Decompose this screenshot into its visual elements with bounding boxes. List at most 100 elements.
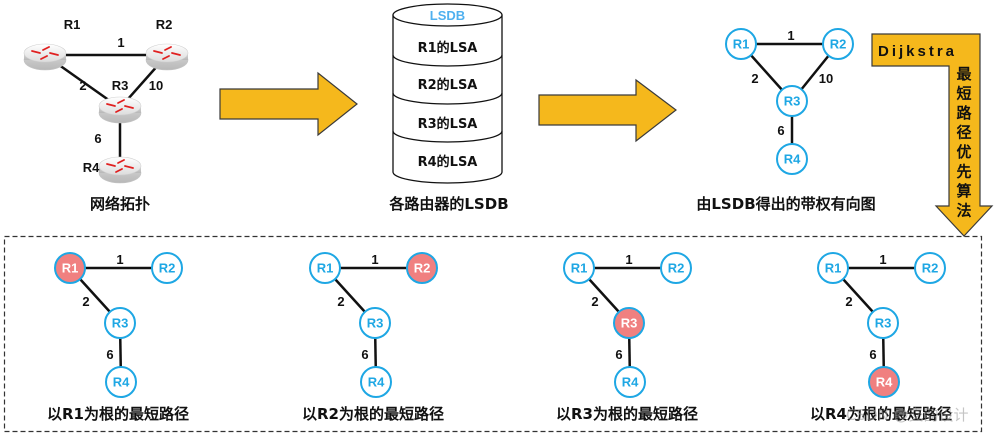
root-node — [613, 307, 645, 339]
lsa-entry: R2的LSA — [418, 77, 478, 93]
dijkstra-char: 优 — [956, 143, 971, 161]
node-label: R4 — [784, 152, 801, 167]
edge-weight: 1 — [371, 252, 378, 267]
dijkstra-char: 径 — [956, 124, 971, 142]
edge-weight: 6 — [869, 347, 876, 362]
shortest-path-trees-frame — [3, 235, 983, 433]
router-label: R1 — [64, 17, 81, 32]
lsa-entry: R3的LSA — [418, 116, 478, 132]
node-label: R4 — [368, 375, 385, 390]
dijkstra-char: 路 — [956, 104, 972, 122]
tree-caption: 以R4为根的最短路径 — [810, 405, 952, 423]
flow-arrow-1 — [219, 71, 358, 137]
node-label: R2 — [159, 261, 176, 276]
router-label: R4 — [83, 160, 100, 175]
link-cost: 10 — [149, 78, 163, 93]
node-label: R3 — [875, 316, 892, 331]
tree-node — [359, 307, 391, 339]
root-node — [406, 252, 438, 284]
dijkstra-char: 短 — [956, 85, 971, 103]
node-label: R1 — [825, 261, 842, 276]
lsdb-title: LSDB — [430, 8, 465, 23]
link-cost: 6 — [94, 131, 101, 146]
node-label: R2 — [668, 261, 685, 276]
node-label: R1 — [317, 261, 334, 276]
tree-caption: 以R2为根的最短路径 — [302, 405, 444, 423]
lsdb-caption: 各路由器的LSDB — [388, 195, 508, 213]
lsa-entry: R1的LSA — [418, 40, 478, 56]
tree-node — [914, 252, 946, 284]
edge-weight: 6 — [615, 347, 622, 362]
router-label: R2 — [156, 17, 173, 32]
tree-node — [563, 252, 595, 284]
node-label: R3 — [112, 316, 129, 331]
dijkstra-char: 先 — [956, 163, 971, 181]
tree-node — [105, 366, 137, 398]
tree-node — [151, 252, 183, 284]
flow-arrow-2 — [538, 78, 677, 143]
edge-weight: 6 — [777, 123, 784, 138]
node-label: R3 — [784, 94, 801, 109]
router-icon — [145, 43, 189, 71]
dijkstra-char: 最 — [956, 65, 972, 83]
edge-weight: 1 — [116, 252, 123, 267]
router-icon — [98, 156, 142, 184]
node-label: R4 — [622, 375, 639, 390]
tree-node — [309, 252, 341, 284]
link-cost: 2 — [79, 78, 86, 93]
edge-weight: 1 — [787, 28, 794, 43]
tree-node — [660, 252, 692, 284]
tree-caption: 以R1为根的最短路径 — [47, 405, 189, 423]
graph-node — [776, 143, 808, 175]
tree-node — [614, 366, 646, 398]
edge-weight: 2 — [751, 71, 758, 86]
edge-weight: 6 — [106, 347, 113, 362]
router-icon — [23, 43, 67, 71]
node-label: R4 — [113, 375, 130, 390]
lsdb-divider — [392, 130, 503, 143]
node-label: R1 — [733, 37, 750, 52]
edge-weight: 2 — [337, 294, 344, 309]
dijkstra-title: Dijkstra — [878, 43, 957, 60]
node-label: R1 — [571, 261, 588, 276]
dijkstra-char: 算 — [956, 182, 971, 200]
root-node — [54, 252, 86, 284]
node-label: R2 — [414, 261, 431, 276]
router-label: R3 — [112, 78, 129, 93]
watermark: CSDN @交韵设计 — [846, 406, 969, 424]
tree-node — [104, 307, 136, 339]
tree-node — [817, 252, 849, 284]
edge-weight: 2 — [591, 294, 598, 309]
graph-caption: 由LSDB得出的带权有向图 — [696, 195, 875, 213]
dijkstra-arrow-shape — [871, 33, 994, 237]
lsdb-cylinder: LSDB R1的LSA R2的LSA R3的LSA R4的LSA — [392, 3, 503, 184]
edge-weight: 1 — [879, 252, 886, 267]
tree-node — [360, 366, 392, 398]
root-node — [868, 366, 900, 398]
node-label: R2 — [830, 37, 847, 52]
tree-node — [867, 307, 899, 339]
tree-caption: 以R3为根的最短路径 — [556, 405, 698, 423]
graph-node — [822, 28, 854, 60]
edge-weight: 2 — [845, 294, 852, 309]
node-label: R3 — [367, 316, 384, 331]
dijkstra-char: 法 — [956, 202, 971, 220]
lsa-entry: R4的LSA — [418, 154, 478, 170]
graph-node — [725, 28, 757, 60]
topology-caption: 网络拓扑 — [90, 195, 150, 213]
node-label: R2 — [922, 261, 939, 276]
node-label: R3 — [621, 316, 638, 331]
node-label: R4 — [876, 375, 893, 390]
edge-weight: 6 — [361, 347, 368, 362]
router-icon — [98, 96, 142, 124]
edge-weight: 10 — [819, 71, 833, 86]
